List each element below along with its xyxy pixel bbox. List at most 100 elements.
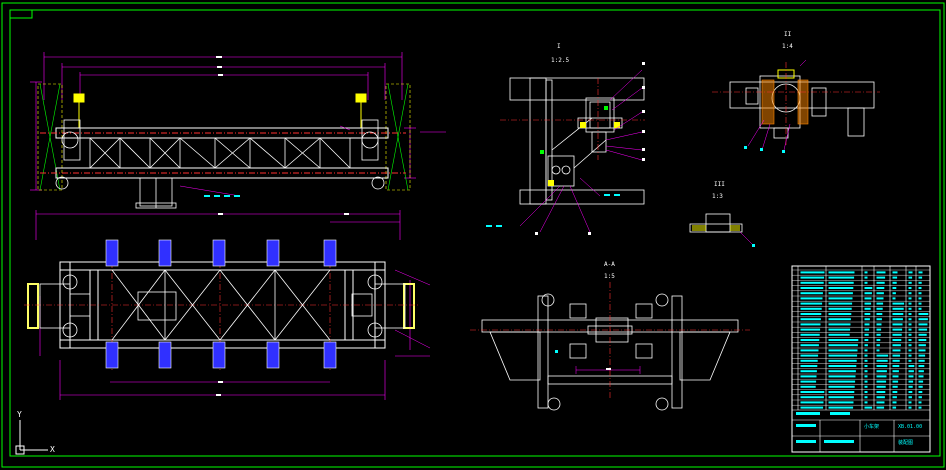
parts-list-cell-text [876, 391, 886, 393]
detail-ii-scale: 1:4 [782, 43, 793, 50]
title-drawing-name: 小车架 [864, 424, 880, 430]
ucs-x-label: X [50, 445, 55, 454]
parts-list-cell-text [908, 401, 912, 404]
parts-list-cell-text [918, 385, 923, 388]
parts-list-cell-text [908, 318, 912, 321]
title-drawing-no: XB.01.00 [898, 424, 923, 430]
title-block-cell-text [796, 412, 820, 415]
parts-list-cell-text [876, 354, 889, 357]
detail-iii-scale: 1:3 [712, 193, 723, 200]
parts-list-cell-text [876, 333, 881, 336]
parts-list-cell-text [918, 365, 925, 367]
parts-list-cell-text [828, 297, 853, 300]
title-block-cell-text [830, 412, 850, 415]
parts-list-cell-text [800, 396, 824, 399]
parts-list-cell-text [876, 401, 885, 404]
parts-list-cell-text [908, 307, 912, 310]
parts-list-cell-text [828, 307, 852, 310]
parts-list-cell-text [864, 333, 869, 336]
parts-list-cell-text [918, 313, 929, 315]
parts-list-cell-text [918, 401, 922, 404]
parts-list-cell-text [864, 339, 869, 341]
parts-list-cell-text [864, 292, 872, 295]
parts-list-cell-text [864, 323, 870, 326]
parts-list-cell-text [908, 344, 912, 347]
parts-list-cell-text [892, 292, 896, 295]
parts-list-cell-text [828, 365, 857, 367]
parts-list-cell-text [918, 297, 922, 300]
parts-list-cell-text [864, 401, 868, 404]
parts-list-cell-text [892, 359, 900, 362]
parts-list-cell-text [828, 302, 853, 305]
section-aa-letter: A-A [604, 261, 615, 268]
parts-list-cell-text [918, 271, 923, 274]
parts-list-cell-text [908, 323, 912, 326]
parts-list-cell-text [908, 313, 912, 315]
parts-list-cell-text [892, 380, 899, 383]
title-block-cell-text [824, 440, 854, 443]
title-block [791, 265, 931, 453]
parts-list-cell-text [876, 406, 885, 409]
detail-iii-letter: III [714, 181, 725, 188]
ucs-icon [15, 420, 48, 455]
parts-list-cell-text [828, 339, 859, 341]
parts-list-cell-text [908, 380, 914, 383]
parts-list-cell-text [828, 396, 854, 399]
parts-list-cell-text [800, 323, 821, 326]
parts-list-cell-text [828, 380, 856, 383]
parts-list-cell-text [828, 401, 854, 404]
parts-list-cell-text [908, 396, 912, 399]
parts-list-cell-text [864, 271, 868, 274]
parts-list-cell-text [918, 344, 926, 347]
parts-list-cell-text [800, 349, 819, 352]
parts-list-cell-text [876, 328, 882, 331]
parts-list-cell-text [828, 354, 858, 357]
parts-list-cell-text [876, 349, 880, 352]
parts-list-cell-text [918, 359, 925, 362]
parts-list-cell-text [864, 354, 868, 357]
parts-list-cell-text [864, 349, 868, 352]
parts-list-cell-text [876, 318, 882, 321]
parts-list-cell-text [800, 328, 821, 331]
parts-list-cell-text [892, 391, 898, 393]
parts-list-cell-text [864, 328, 870, 331]
parts-list-cell-text [800, 344, 819, 347]
section-aa-scale: 1:5 [604, 273, 615, 280]
corner-tag [9, 9, 33, 19]
parts-list-cell-text [918, 396, 922, 399]
parts-list-cell-text [800, 297, 823, 300]
parts-list-cell-text [892, 365, 900, 367]
parts-list-cell-text [800, 339, 820, 341]
parts-list-cell-text [908, 370, 914, 373]
parts-list-cell-text [864, 344, 868, 347]
parts-list-cell-text [908, 281, 912, 284]
parts-list-cell-text [800, 406, 824, 409]
detail-i-letter: I [557, 43, 561, 50]
parts-list-cell-text [908, 365, 915, 367]
parts-list-cell-text [864, 370, 868, 373]
parts-list-cell-text [918, 302, 922, 305]
parts-list-cell-text [876, 344, 880, 347]
parts-list-cell-text [876, 307, 883, 310]
parts-list-cell-text [828, 333, 850, 336]
parts-list-cell-text [918, 328, 928, 331]
parts-list-cell-text [800, 292, 823, 295]
parts-list-cell-text [908, 276, 913, 279]
parts-list-cell-text [828, 276, 855, 279]
detail-ii-view [712, 59, 880, 153]
parts-list-cell-text [800, 365, 818, 367]
parts-list-cell-text [892, 349, 901, 352]
parts-list-cell-text [908, 406, 912, 409]
parts-list-cell-text [918, 292, 922, 295]
parts-list-cell-text [864, 359, 868, 362]
parts-list-cell-text [892, 276, 898, 279]
parts-list-cell-text [828, 318, 851, 321]
parts-list-cell-text [892, 287, 897, 289]
parts-list-cell-text [864, 297, 872, 300]
parts-list-cell-text [908, 359, 912, 362]
ucs-y-label: Y [17, 410, 22, 419]
parts-list-cell-text [876, 271, 886, 274]
parts-list-cell-text [908, 271, 913, 274]
parts-list-cell-text [864, 365, 868, 367]
